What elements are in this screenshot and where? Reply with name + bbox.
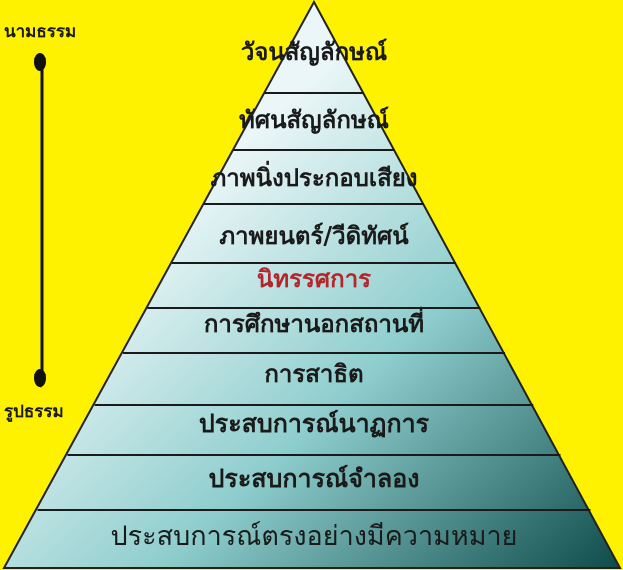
abstract-label: นามธรรม [4,22,77,42]
level-label-1: วัจนสัญลักษณ์ [241,37,387,66]
level-label-6: การศึกษานอกสถานที่ [204,306,424,338]
level-label-8: ประสบการณ์นาฏการ [199,409,430,438]
level-label-2: ทัศนสัญลักษณ์ [239,105,389,134]
level-label-7: การสาธิต [264,359,363,388]
level-label-4: ภาพยนตร์/วีดิทัศน์ [219,221,409,250]
level-label-5: นิทรรศการ [257,264,371,293]
level-label-10: ประสบการณ์ตรงอย่างมีความหมาย [111,520,518,552]
concrete-label: รูปธรรม [4,402,64,422]
level-label-9: ประสบการณ์จำลอง [209,464,420,493]
level-label-3: ภาพนิ่งประกอบเสียง [210,160,417,192]
pointing-hand-top-icon [34,53,46,72]
pointing-hand-bottom-icon [34,369,46,388]
